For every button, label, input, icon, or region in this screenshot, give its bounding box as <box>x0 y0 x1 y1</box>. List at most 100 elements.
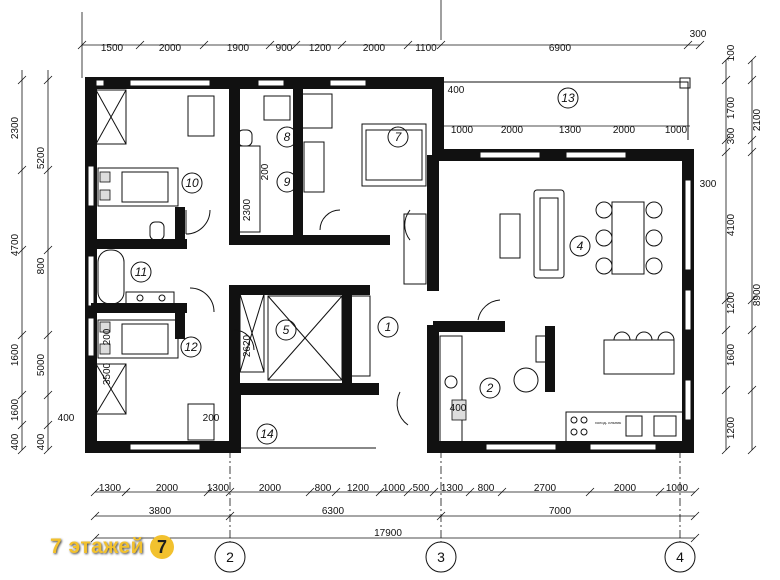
bottom-dim: 800 <box>315 483 332 494</box>
dimension-tick <box>690 511 700 521</box>
top-dim: 1200 <box>309 43 332 54</box>
room-number: 1 <box>385 320 392 334</box>
bottom-dimension-chain: 1300 2000 1300 2000 800 1200 1000 500 13… <box>90 483 700 543</box>
bed-12 <box>97 319 179 359</box>
bottom-subtotal: 6300 <box>322 506 345 517</box>
dimension-tick <box>585 487 595 497</box>
dimension-tick <box>291 40 301 50</box>
top-dim: 1100 <box>415 43 437 54</box>
bottom-dim: 2000 <box>614 483 637 494</box>
wardrobes <box>95 89 265 441</box>
dimension-tick <box>17 445 27 455</box>
bottom-subtotal: 7000 <box>549 506 572 517</box>
dimension-tick <box>690 533 700 543</box>
dimension-tick <box>747 55 757 65</box>
bed-7 <box>361 123 427 187</box>
fridge-label: холод- ильник <box>595 420 621 425</box>
dimension-tick <box>17 330 27 340</box>
room-markers: 1 2 4 5 7 8 9 10 11 12 13 14 <box>130 87 591 445</box>
right-dim: 1200 <box>726 291 737 314</box>
dimension-tick <box>90 533 100 543</box>
room-number: 7 <box>395 130 403 144</box>
bottom-subtotal: 3800 <box>149 506 172 517</box>
dimension-tick <box>403 40 413 50</box>
inner-dim: 2000 <box>613 125 636 136</box>
dimension-tick <box>43 245 53 255</box>
dimension-tick <box>721 55 731 65</box>
dimension-tick <box>121 487 131 497</box>
bottom-dim: 800 <box>478 483 495 494</box>
inner-dim: 200 <box>260 163 271 180</box>
interior-walls <box>91 83 555 392</box>
top-dim: 900 <box>276 43 293 54</box>
dimension-tick <box>721 75 731 85</box>
room-number: 11 <box>135 265 147 279</box>
dimension-tick <box>403 487 413 497</box>
room-number: 10 <box>185 176 199 190</box>
bottom-dim: 1000 <box>666 483 689 494</box>
inner-dim: 200 <box>203 413 220 424</box>
dimension-tick <box>721 445 731 455</box>
right-dim: 1600 <box>726 343 737 366</box>
bottom-dim: 1200 <box>347 483 370 494</box>
hall-fixtures <box>267 213 427 381</box>
top-dim: 6900 <box>549 43 572 54</box>
inner-dim: 1000 <box>665 125 688 136</box>
dimension-tick <box>17 165 27 175</box>
bottom-dim: 2000 <box>259 483 282 494</box>
dimension-tick <box>747 75 757 85</box>
dimension-tick <box>337 40 347 50</box>
dimension-tick <box>305 487 315 497</box>
left-dim: 400 <box>36 433 47 450</box>
dimension-tick <box>17 420 27 430</box>
inner-dim: 2620 <box>242 334 253 357</box>
dimension-tick <box>747 135 757 145</box>
dimension-tick <box>43 445 53 455</box>
axis-marker <box>214 541 246 573</box>
dimension-tick <box>17 390 27 400</box>
inner-dim: 1000 <box>451 125 474 136</box>
room-number: 14 <box>260 427 274 441</box>
left-dim: 1600 <box>10 398 21 421</box>
room-number: 9 <box>284 175 291 189</box>
right-dim: 4100 <box>726 213 737 236</box>
right-dimension-chain: 100 1700 300 4100 1200 1600 1200 2100 89… <box>721 44 763 455</box>
room-number: 5 <box>283 323 290 337</box>
bottom-dim: 2700 <box>534 483 557 494</box>
bathroom-fixtures <box>97 221 175 305</box>
watermark-text: 7 этажей <box>50 535 144 558</box>
dimension-tick <box>465 487 475 497</box>
axis-label: 2 <box>226 549 234 565</box>
grid-axes: 2 3 4 <box>214 450 696 573</box>
dimension-tick <box>683 40 693 50</box>
room-number: 8 <box>284 130 291 144</box>
room-number: 4 <box>577 239 584 253</box>
inner-dim: 3500 <box>102 362 113 385</box>
bottom-dim: 1300 <box>207 483 230 494</box>
dimension-tick <box>690 487 700 497</box>
dimension-tick <box>497 487 507 497</box>
dimension-tick <box>135 40 145 50</box>
top-dim: 1900 <box>227 43 250 54</box>
axis-label: 4 <box>676 549 684 565</box>
dimension-tick <box>375 487 385 497</box>
inner-dim: 300 <box>700 179 717 190</box>
dimension-tick <box>721 385 731 395</box>
bottom-dim: 1300 <box>441 483 464 494</box>
dimension-tick <box>90 487 100 497</box>
bottom-dim: 1000 <box>383 483 406 494</box>
inner-dim: 400 <box>58 413 75 424</box>
top-dim: 300 <box>690 29 707 40</box>
dimension-tick <box>331 487 341 497</box>
dimension-tick <box>90 511 100 521</box>
dimension-tick <box>747 325 757 335</box>
top-dimension-chain: 1500 2000 1900 900 1200 2000 1100 6900 3… <box>77 0 707 78</box>
inner-dim: 400 <box>448 85 465 96</box>
inner-dimensions: 1000 2000 1300 2000 1000 400 300 200 230… <box>58 85 717 424</box>
dimension-tick <box>43 420 53 430</box>
top-dim: 2000 <box>159 43 182 54</box>
dimension-tick <box>77 40 87 50</box>
dimension-tick <box>429 487 439 497</box>
dimension-tick <box>721 147 731 157</box>
inner-dim: 1300 <box>559 125 582 136</box>
